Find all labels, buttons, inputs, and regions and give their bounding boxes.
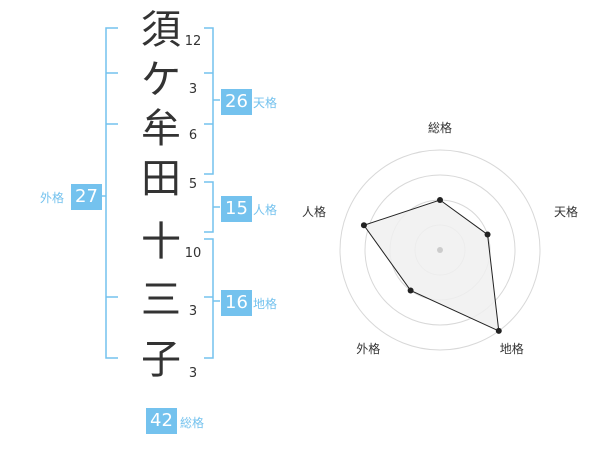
name-char-7: 子 [141,337,181,383]
name-char-3: 牟 [141,106,181,152]
stroke-count-7: 3 [188,366,198,381]
tenkaku-value-badge: 26 [221,89,252,115]
tenkaku-inner-ticks [204,72,213,125]
radar-point-0 [437,197,443,203]
jinkaku-label: 人格 [253,203,278,217]
name-char-2: ケ [141,57,181,103]
stroke-count-1: 12 [184,34,202,49]
tenkaku-label: 天格 [253,96,278,110]
stroke-count-3: 6 [188,128,198,143]
name-char-5: 十 [141,219,181,265]
soukaku-label: 総格 [180,416,205,430]
radar-data-area [363,199,500,332]
name-char-4: 田 [141,156,181,202]
jinkaku-value-badge: 15 [221,196,252,222]
tenkaku-bracket [204,27,214,175]
radar-axis-label-soukaku: 総格 [427,121,452,135]
radar-point-4 [360,222,367,229]
name-char-6: 三 [141,277,181,323]
radar-point-2 [495,327,502,334]
radar-axis-label-gaikaku: 外格 [356,341,381,356]
gaikaku-bracket [105,27,118,359]
name-char-1: 須 [141,7,181,53]
radar-axis-label-jinkaku: 人格 [301,205,326,220]
chikaku-value-badge: 16 [221,290,252,316]
chikaku-label: 地格 [253,297,278,311]
radar-ring-3 [364,174,516,326]
radar-axis-label-tenkaku: 天格 [554,205,579,220]
radar-point-3 [407,287,414,294]
char-divider-ticks [106,72,118,298]
stroke-count-5: 10 [184,246,202,261]
chikaku-bracket [204,238,214,359]
stroke-count-2: 3 [188,82,198,97]
radar-axis-label-chikaku: 地格 [499,341,524,356]
radar-center-dot [437,247,443,253]
gaikaku-label: 外格 [40,191,65,205]
soukaku-value-badge: 42 [146,408,177,434]
radar-point-1 [484,231,491,238]
stroke-count-4: 5 [188,177,198,192]
stroke-count-6: 3 [188,304,198,319]
gaikaku-value-badge: 27 [71,184,102,210]
